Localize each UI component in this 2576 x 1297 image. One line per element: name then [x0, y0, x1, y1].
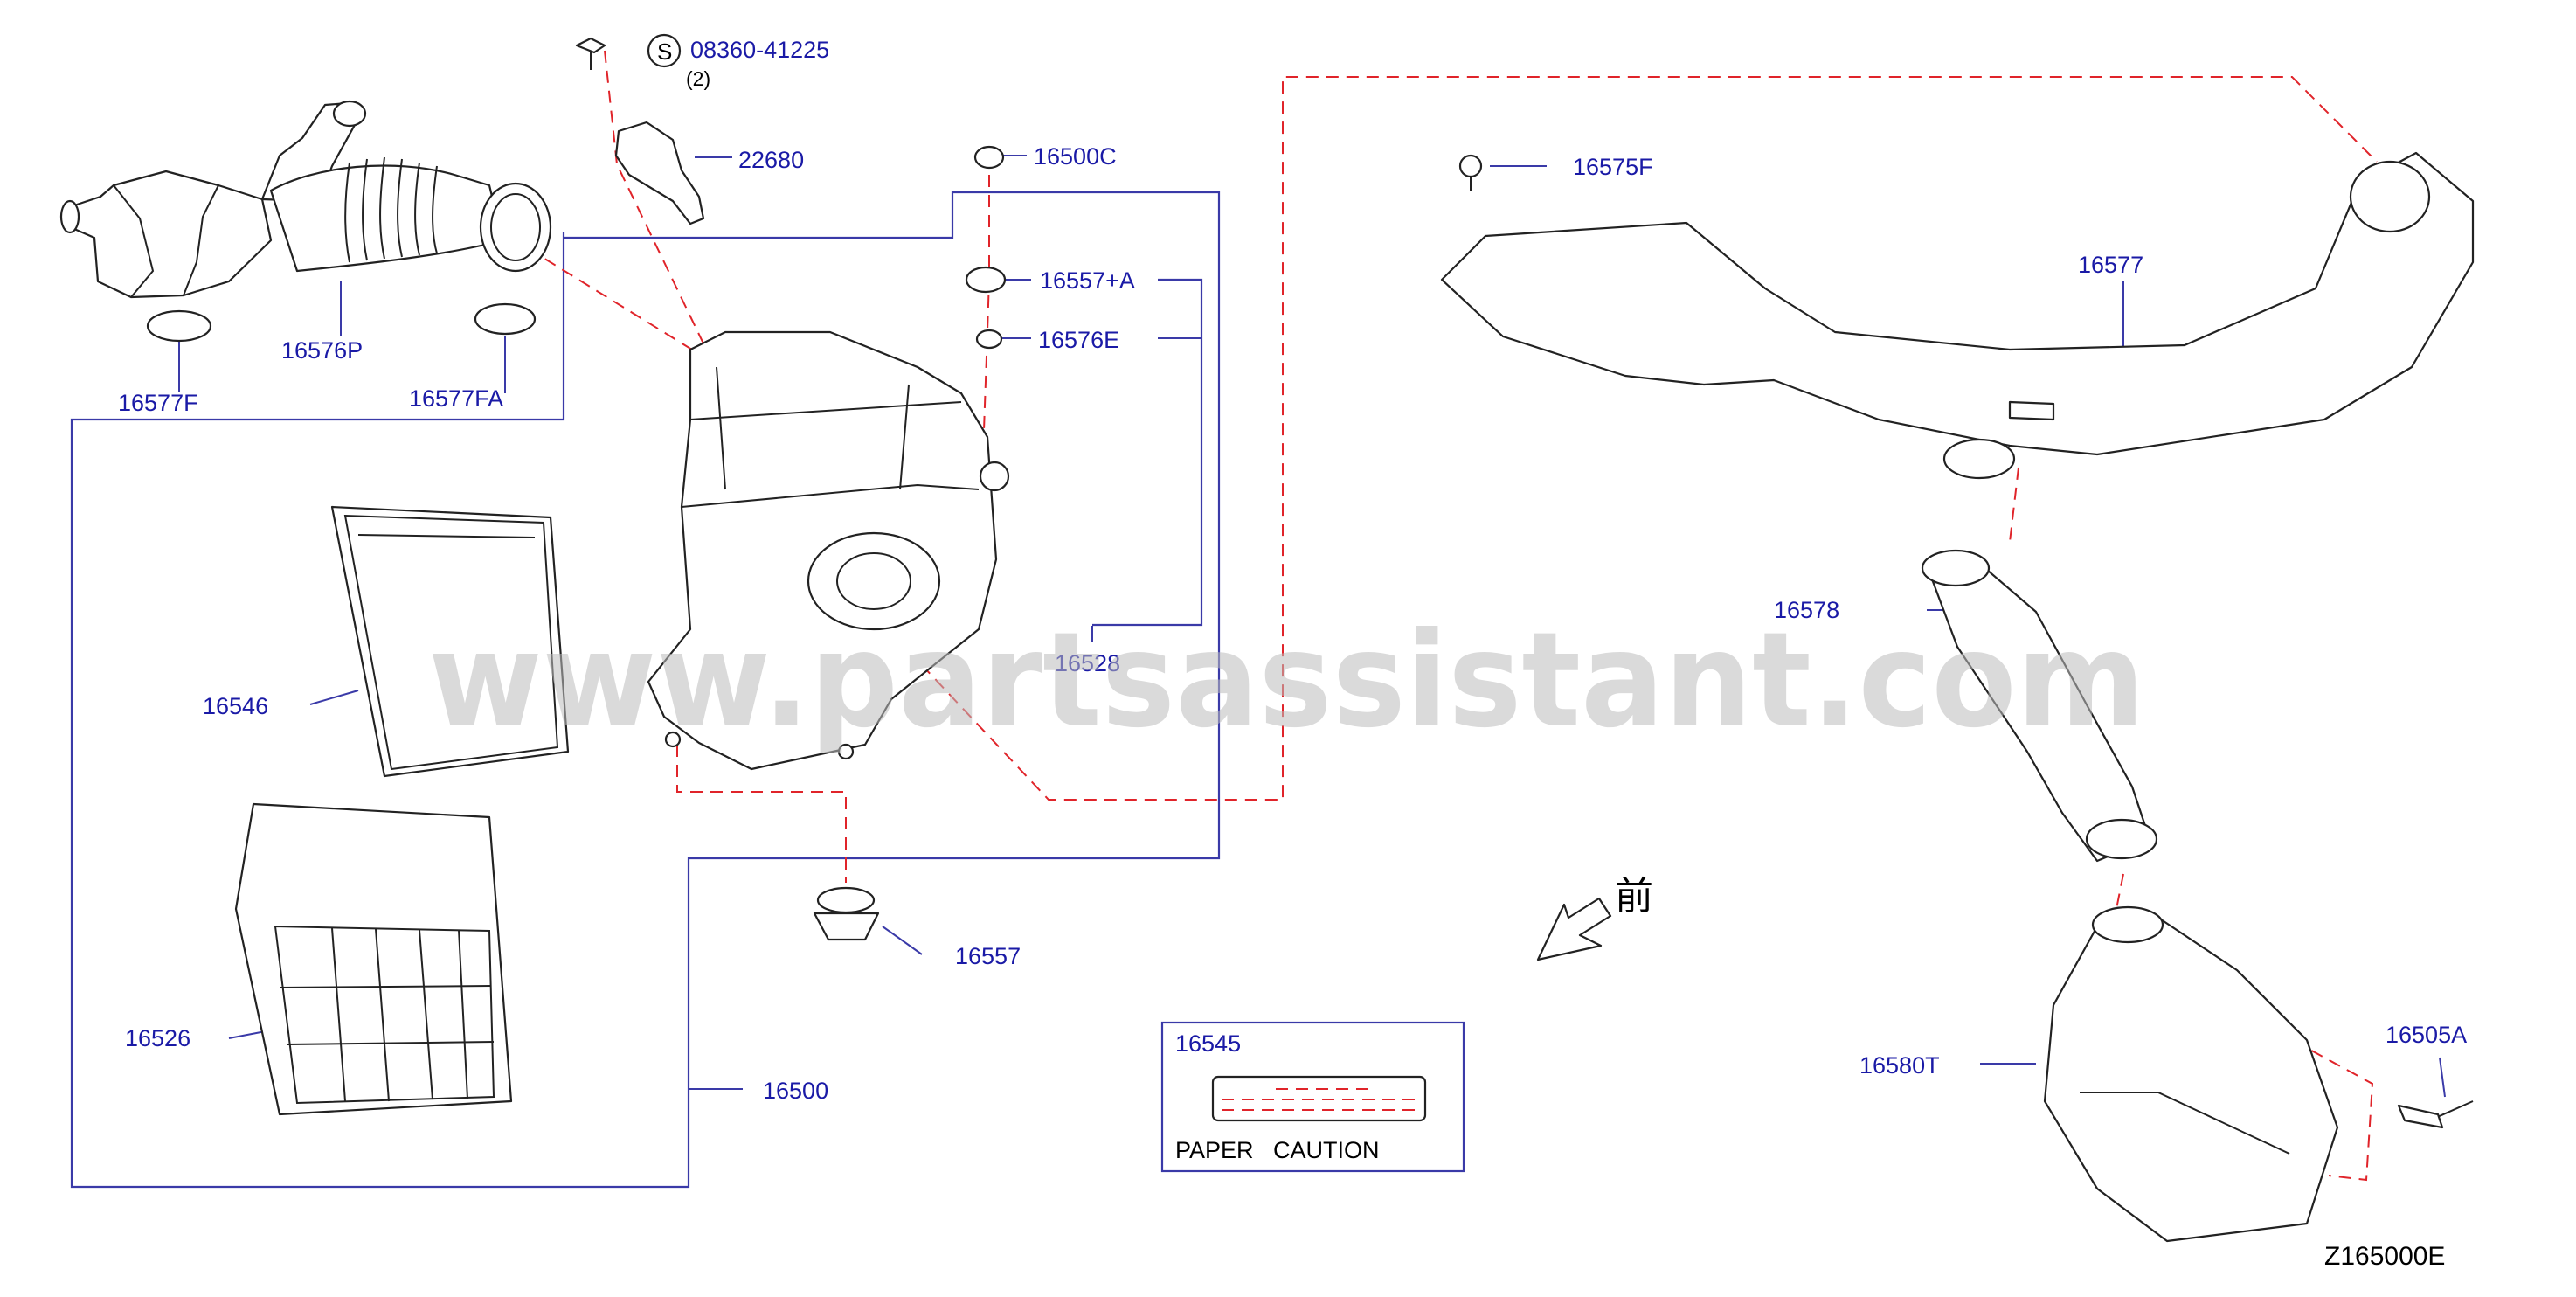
screw-symbol: S — [657, 38, 672, 65]
mass-air-flow-sensor-22680 — [575, 37, 705, 225]
front-mark: 前 — [1615, 875, 1653, 918]
label-16576e: 16576E — [1038, 327, 1119, 353]
lower-case-16526 — [234, 802, 513, 1116]
label-16575f: 16575F — [1573, 154, 1653, 180]
label-16500: 16500 — [763, 1078, 828, 1104]
label-22680: 22680 — [738, 147, 804, 173]
label-16577fa: 16577FA — [409, 385, 503, 412]
air-cleaner-case-16500 — [647, 330, 1010, 771]
label-08360-41225: 08360-41225 — [690, 37, 829, 63]
label-16557: 16557 — [955, 943, 1021, 969]
label-16557a: 16557+A — [1040, 267, 1135, 294]
part-labels: S 08360-41225 (2) 22680 16500C 16557+A 1… — [118, 33, 2467, 1271]
caution-text: PAPER CAUTION — [1175, 1137, 1380, 1163]
label-16577: 16577 — [2078, 252, 2143, 278]
label-16576p: 16576P — [281, 337, 363, 364]
caution-label-box — [1160, 1021, 1465, 1173]
label-16500c: 16500C — [1034, 143, 1117, 170]
label-screw-qty: (2) — [686, 67, 710, 90]
front-direction-arrow — [1536, 897, 1612, 961]
grommets — [813, 145, 1007, 941]
intake-duct-16576p — [59, 100, 552, 299]
label-16505a: 16505A — [2386, 1022, 2467, 1048]
label-16577f: 16577F — [118, 390, 198, 416]
assembly-frames — [70, 155, 2446, 1189]
air-duct-16577 — [1440, 151, 2475, 480]
label-16580t: 16580T — [1859, 1052, 1940, 1079]
filter-element-16546 — [330, 505, 570, 778]
watermark: www.partsassistant.com — [428, 605, 2145, 757]
label-16526: 16526 — [125, 1025, 190, 1051]
label-16528: 16528 — [1055, 650, 1120, 676]
air-duct-16578 — [1921, 549, 2158, 863]
hose-clamps — [146, 302, 537, 343]
diagram-id: Z165000E — [2324, 1242, 2445, 1271]
label-16545: 16545 — [1175, 1030, 1241, 1057]
resonator-16580t — [2043, 905, 2474, 1243]
screw-symbol-circle — [647, 33, 682, 68]
label-16546: 16546 — [203, 693, 268, 719]
label-16578: 16578 — [1774, 597, 1839, 623]
